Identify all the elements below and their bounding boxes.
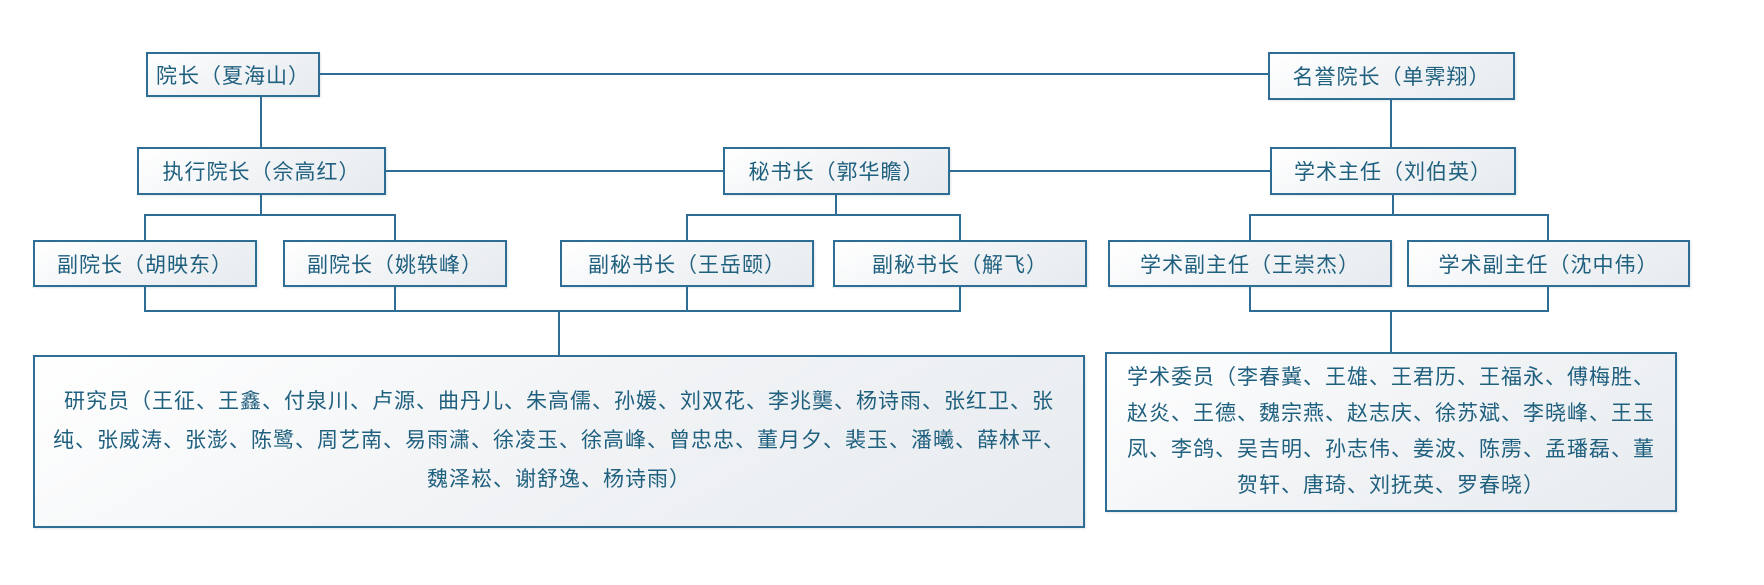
connector-depsecretary2-down bbox=[959, 287, 961, 312]
connector-vicedeans-bar bbox=[144, 214, 396, 216]
node-vice-dean-2: 副院长（姚轶峰） bbox=[283, 240, 507, 287]
connector-depacademic2-down bbox=[1547, 287, 1549, 312]
connector-depsecretary1-down bbox=[686, 287, 688, 312]
node-researchers: 研究员（王征、王鑫、付泉川、卢源、曲丹儿、朱高儒、孙媛、刘双花、李兆龑、杨诗雨、… bbox=[33, 355, 1085, 528]
node-deputy-secretary-general-1: 副秘书长（王岳颐） bbox=[560, 240, 814, 287]
connector-depacademic1-down bbox=[1249, 287, 1251, 312]
connector-vicedean2-down bbox=[394, 287, 396, 312]
connector-executive-secretary bbox=[386, 170, 723, 172]
connector-secretary-academic bbox=[950, 170, 1270, 172]
node-deputy-academic-director-1: 学术副主任（王崇杰） bbox=[1108, 240, 1392, 287]
node-deputy-secretary-general-2: 副秘书长（解飞） bbox=[833, 240, 1087, 287]
connector-researchers-bar bbox=[144, 310, 961, 312]
academic-committee-label: 学术委员（李春冀、王雄、王君历、王福永、傅梅胜、赵炎、王德、魏宗燕、赵志庆、徐苏… bbox=[1127, 365, 1655, 498]
node-honorary-dean: 名誉院长（单霁翔） bbox=[1268, 52, 1515, 100]
connector-depsecretaries-bar bbox=[686, 214, 961, 216]
node-vice-dean-1: 副院长（胡映东） bbox=[33, 240, 257, 287]
connector-researchers-drop bbox=[558, 310, 560, 355]
connector-vicedean1-drop bbox=[144, 214, 146, 240]
connector-depsecretary1-drop bbox=[686, 214, 688, 240]
connector-depacademic1-drop bbox=[1249, 214, 1251, 240]
connector-committee-bar bbox=[1249, 310, 1549, 312]
node-deputy-academic-director-2: 学术副主任（沈中伟） bbox=[1407, 240, 1690, 287]
node-academic-committee: 学术委员（李春冀、王雄、王君历、王福永、傅梅胜、赵炎、王德、魏宗燕、赵志庆、徐苏… bbox=[1105, 352, 1677, 512]
node-academic-director: 学术主任（刘伯英） bbox=[1270, 147, 1516, 195]
connector-depacademics-bar bbox=[1249, 214, 1549, 216]
connector-honorary-academic bbox=[1390, 100, 1392, 147]
connector-vicedean1-down bbox=[144, 287, 146, 312]
connector-dean-honorary bbox=[320, 73, 1268, 75]
connector-depacademic2-drop bbox=[1547, 214, 1549, 240]
researchers-label: 研究员（王征、王鑫、付泉川、卢源、曲丹儿、朱高儒、孙媛、刘双花、李兆龑、杨诗雨、… bbox=[53, 390, 1065, 491]
connector-vicedean2-drop bbox=[394, 214, 396, 240]
node-executive-dean: 执行院长（佘高红） bbox=[137, 147, 386, 195]
node-dean: 院长（夏海山） bbox=[146, 52, 320, 97]
connector-committee-drop bbox=[1390, 310, 1392, 352]
connector-academicdirector-down bbox=[1392, 195, 1394, 216]
node-secretary-general: 秘书长（郭华瞻） bbox=[723, 147, 950, 195]
connector-depsecretary2-drop bbox=[959, 214, 961, 240]
connector-executive-down bbox=[260, 195, 262, 216]
connector-dean-executive bbox=[260, 97, 262, 147]
connector-secretary-down bbox=[835, 195, 837, 216]
